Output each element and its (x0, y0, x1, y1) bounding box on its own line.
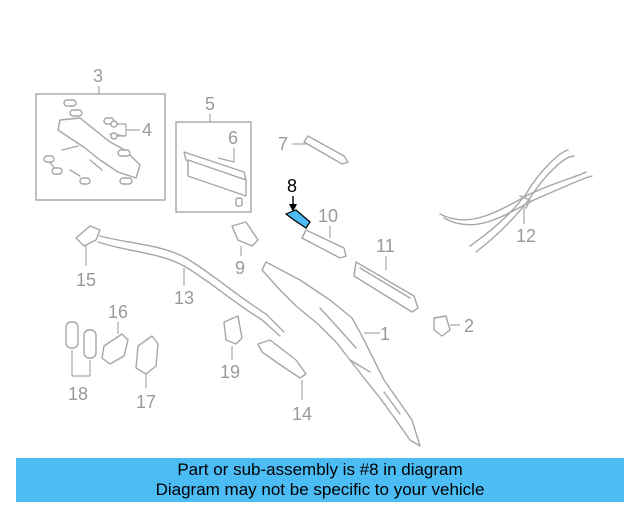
callout-12: 12 (516, 226, 536, 246)
part-12-group[interactable]: 12 (439, 149, 593, 253)
part-19-group[interactable]: 19 (220, 315, 243, 382)
part-11-group[interactable]: 11 (353, 236, 419, 313)
callout-11: 11 (376, 236, 395, 256)
part-8-highlight (284, 209, 311, 229)
part-13-group[interactable]: 13 (97, 235, 285, 337)
part-15-group[interactable]: 15 (75, 225, 101, 290)
callout-1: 1 (380, 324, 390, 344)
part-2-group[interactable]: 2 (433, 315, 474, 337)
part-10-group[interactable]: 10 (301, 206, 347, 259)
callout-16: 16 (108, 302, 128, 322)
callout-14: 14 (292, 404, 312, 424)
callout-8: 8 (287, 176, 297, 196)
callout-13: 13 (174, 288, 194, 308)
part-18-group[interactable]: 18 (65, 321, 97, 404)
part-4-group[interactable]: 4 (110, 120, 152, 140)
part-9-group[interactable]: 9 (231, 221, 259, 278)
part-1-group[interactable]: 1 (261, 261, 421, 447)
part-5-box (175, 121, 252, 213)
callout-10: 10 (318, 206, 338, 226)
banner-line-2: Diagram may not be specific to your vehi… (155, 480, 485, 499)
part-16-group[interactable]: 16 (101, 302, 129, 365)
callout-5: 5 (205, 94, 215, 114)
callout-18: 18 (68, 384, 88, 404)
info-banner: Part or sub-assembly is #8 in diagram Di… (16, 458, 624, 502)
part-8-group[interactable]: 8 (284, 176, 311, 229)
callout-4: 4 (142, 120, 152, 140)
callout-2: 2 (464, 316, 474, 336)
callout-3: 3 (93, 66, 103, 86)
part-17-group[interactable]: 17 (135, 335, 159, 412)
callout-6: 6 (228, 128, 238, 148)
part-3-group[interactable]: 3 (35, 66, 166, 201)
part-5-group[interactable]: 5 (175, 94, 252, 213)
part-7-group[interactable]: 7 (278, 134, 349, 165)
callout-7: 7 (278, 134, 288, 154)
callout-17: 17 (136, 392, 156, 412)
part-3-box (35, 93, 166, 201)
part-14-group[interactable]: 14 (257, 339, 312, 424)
banner-line-1: Part or sub-assembly is #8 in diagram (177, 460, 463, 479)
callout-15: 15 (76, 270, 96, 290)
callout-9: 9 (235, 258, 245, 278)
part-6-group[interactable]: 6 (217, 128, 238, 163)
callout-19: 19 (220, 362, 240, 382)
